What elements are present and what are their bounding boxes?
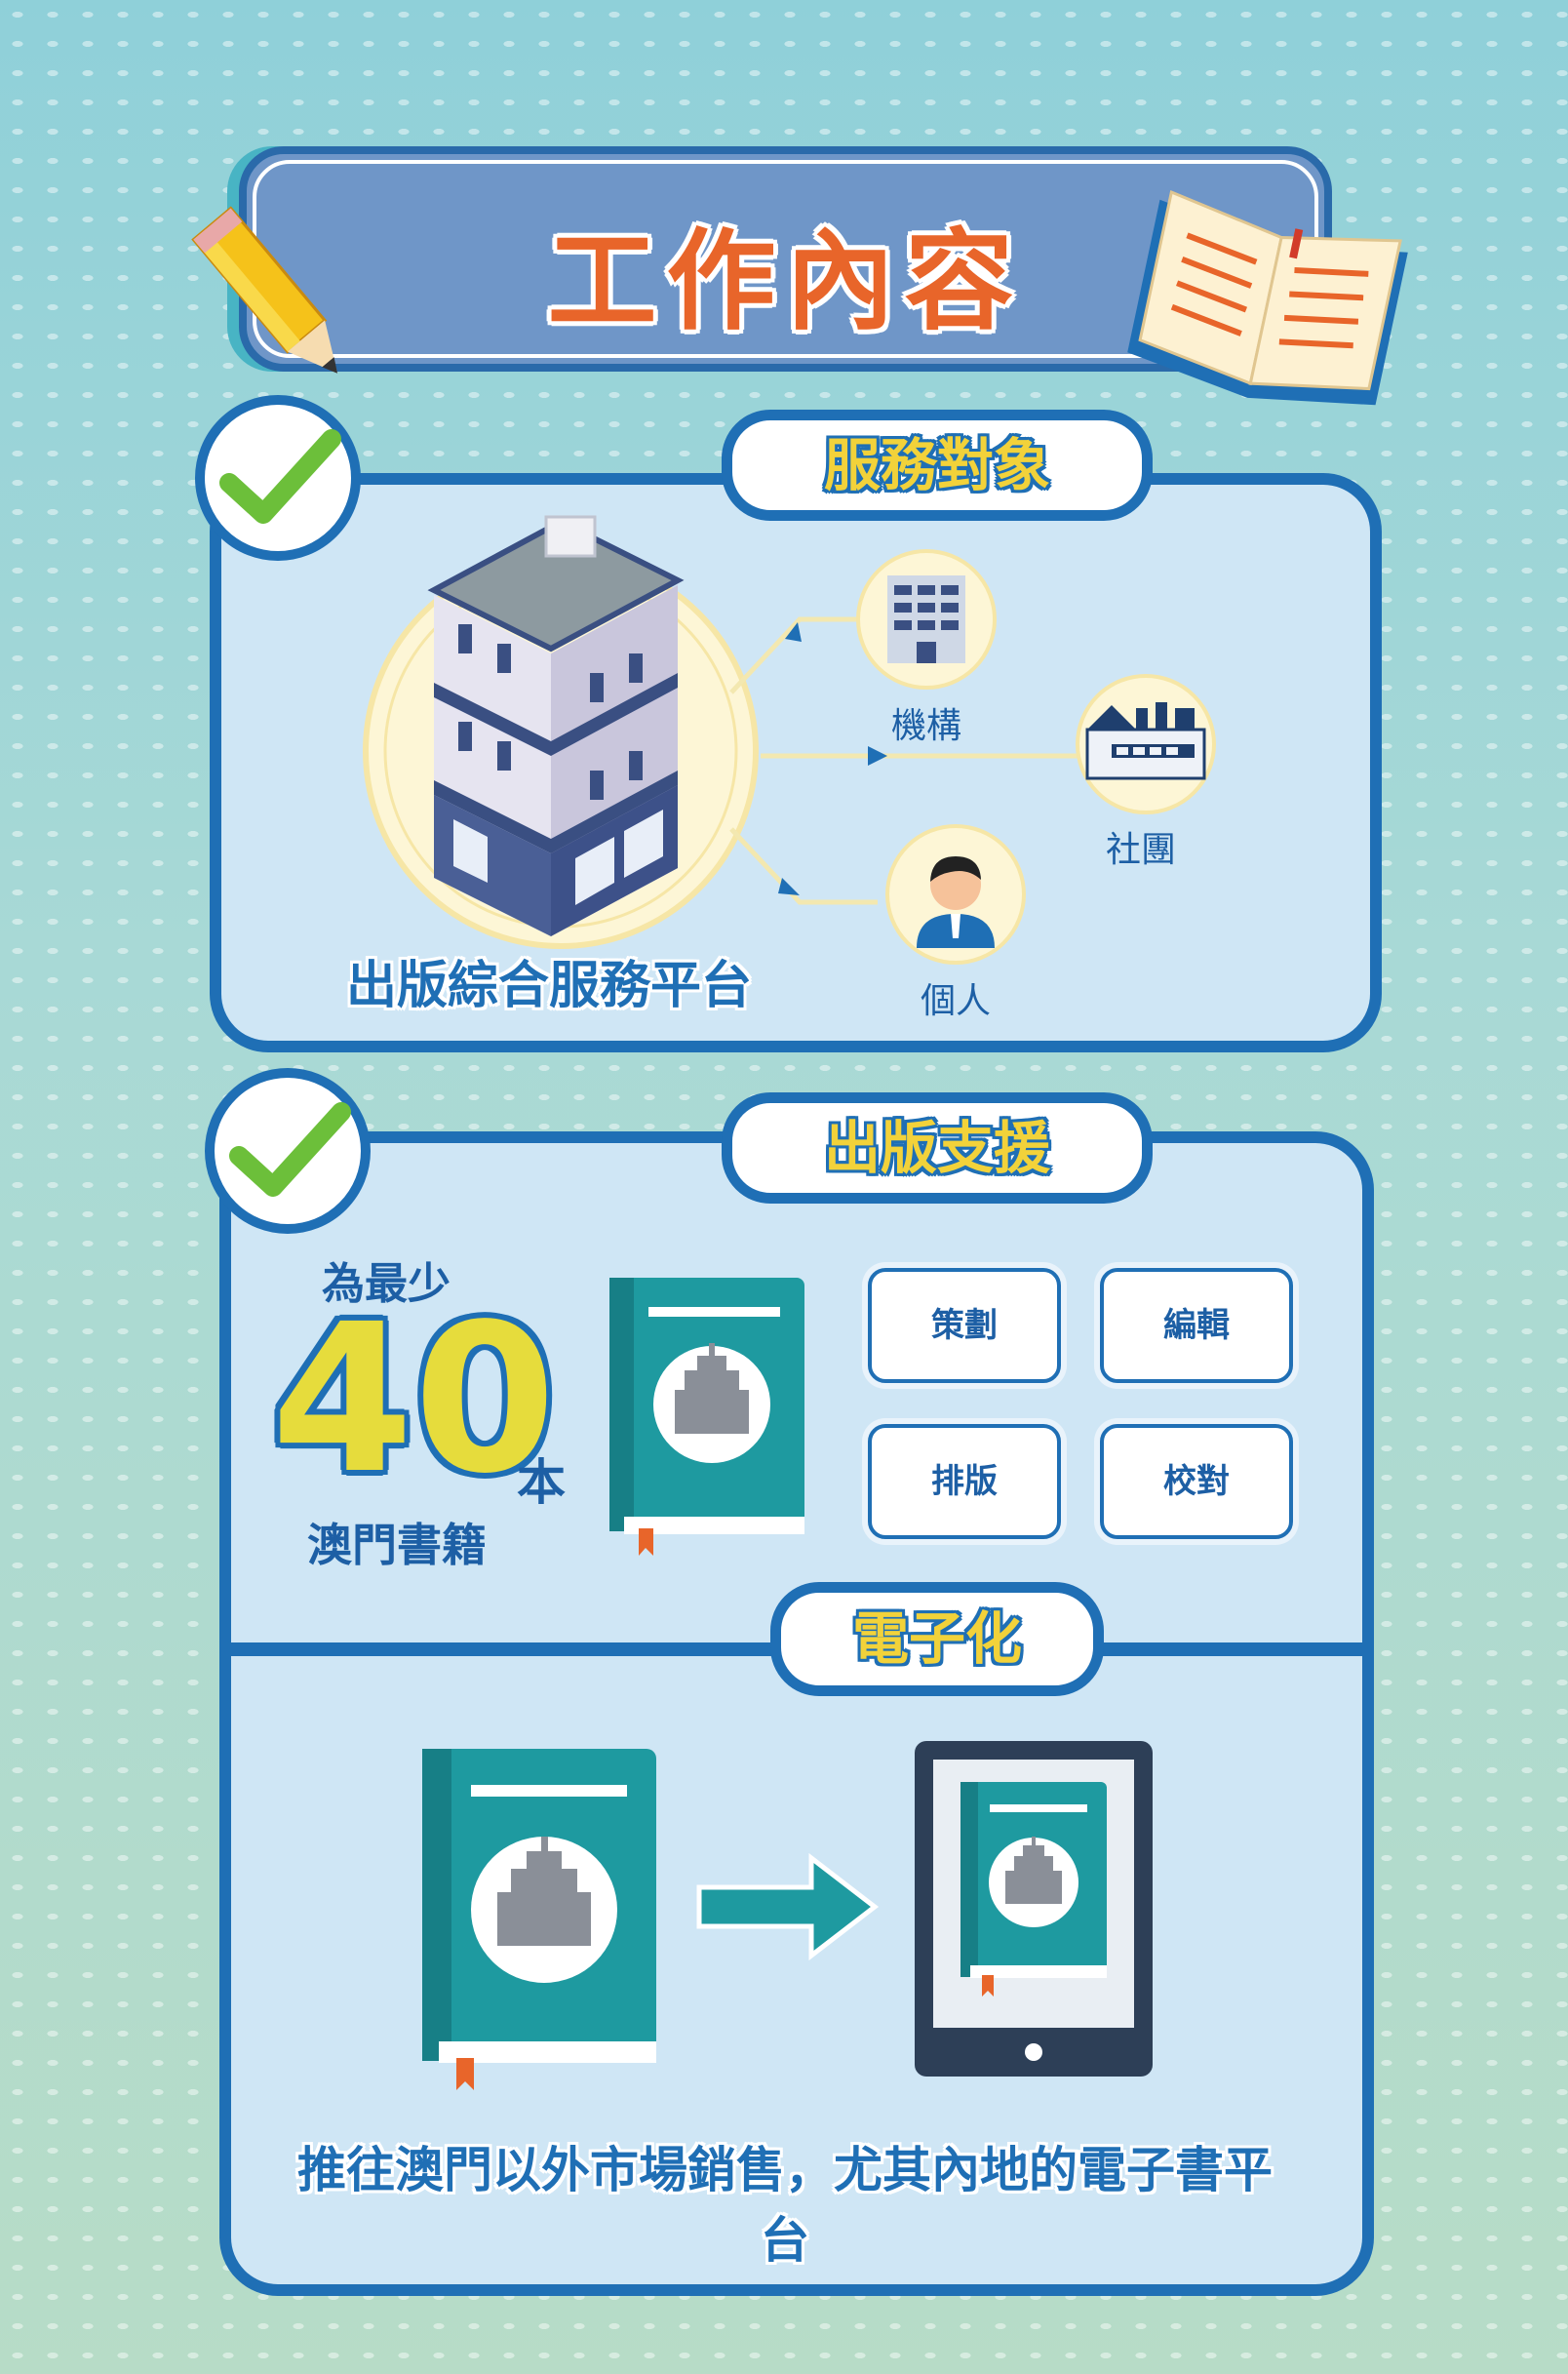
institution-icon — [856, 549, 997, 690]
count-prefix: 為最少 — [322, 1259, 451, 1309]
service-section-label: 服務對象 — [722, 410, 1153, 521]
target-label-association: 社團 — [1105, 830, 1176, 870]
target-label-individual: 個人 — [920, 981, 991, 1021]
connector-arrows — [729, 616, 1092, 905]
platform-building-icon — [363, 515, 759, 949]
association-icon — [1076, 674, 1216, 814]
book-count: 40 — [271, 1280, 557, 1519]
target-label-institution: 機構 — [890, 706, 961, 746]
pencil-icon — [191, 206, 338, 374]
platform-label: 出版綜合服務平台 — [346, 957, 753, 1015]
count-unit: 本 — [517, 1454, 566, 1511]
task-planning: 策劃 — [868, 1268, 1061, 1383]
macau-book-large-icon — [422, 1749, 656, 2090]
person-icon — [885, 824, 1026, 965]
open-book-icon — [1127, 189, 1408, 406]
task-editing: 編輯 — [1100, 1268, 1293, 1383]
checkmark-icon — [219, 429, 341, 524]
tablet-ebook-icon — [915, 1741, 1153, 2077]
arrow-right-icon — [696, 1853, 880, 1960]
publishing-section-label: 出版支援 — [722, 1092, 1153, 1204]
count-suffix: 澳門書籍 — [307, 1519, 487, 1571]
digital-section-label: 電子化 — [770, 1582, 1104, 1696]
checkmark-icon — [229, 1102, 351, 1197]
macau-book-icon — [609, 1278, 804, 1556]
page-title: 工作內容 — [547, 218, 1024, 345]
task-proofreading: 校對 — [1100, 1424, 1293, 1539]
digital-caption: 推往澳門以外市場銷售，尤其內地的電子書平台 — [297, 2142, 1273, 2269]
checkmark-badge — [205, 1068, 371, 1234]
task-typesetting: 排版 — [868, 1424, 1061, 1539]
checkmark-badge — [195, 395, 361, 561]
